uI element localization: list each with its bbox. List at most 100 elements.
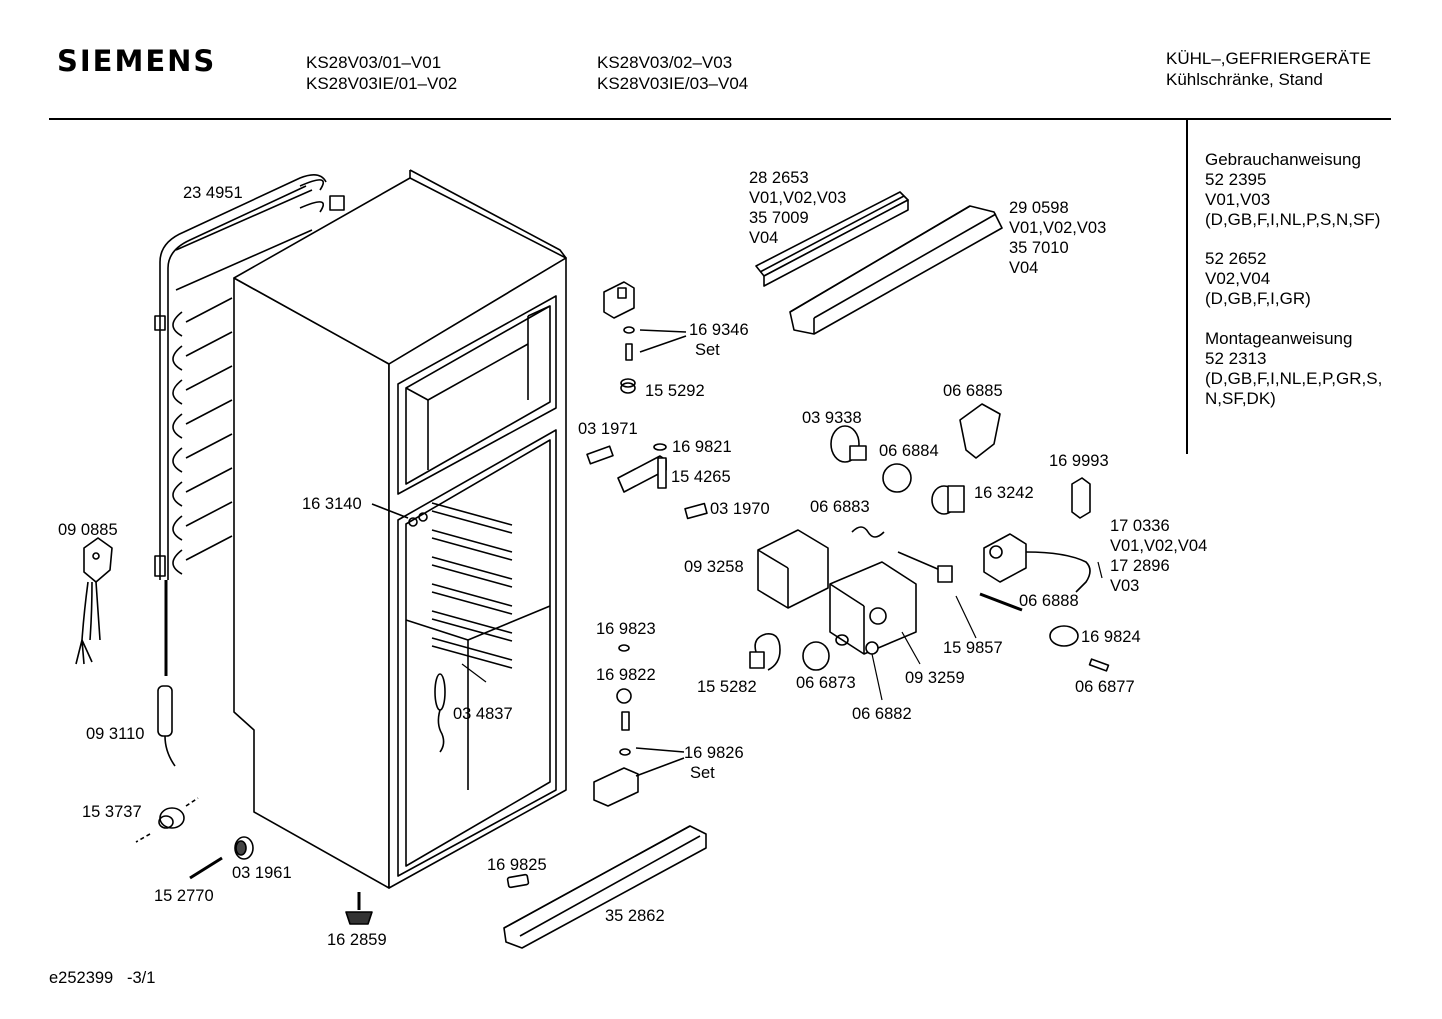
part-set-note: Set: [695, 341, 720, 359]
doc-line: (D,GB,F,I,NL,E,P,GR,S,: [1205, 369, 1383, 388]
siemens-logo: SIEMENS: [57, 44, 217, 78]
mounting-rail: [755, 191, 909, 287]
plinth-panel: [503, 825, 707, 949]
header-rule: [49, 118, 1391, 120]
model-list-2: KS28V03/02–V03 KS28V03IE/03–V04: [597, 52, 748, 94]
thermostat-knob: [802, 641, 830, 671]
light-shield: [959, 403, 1001, 459]
light-cover: [1049, 625, 1079, 647]
model-number: KS28V03/02–V03: [597, 53, 733, 72]
filter-drier: [157, 685, 176, 767]
part-label-group: 28 2653 V01,V02,V03 35 7009 V04: [749, 168, 846, 248]
thermostat: [983, 533, 1091, 593]
part-variant: V01,V02,V04: [1110, 537, 1208, 555]
part-label: 09 3258: [684, 558, 744, 576]
part-label: 15 4265: [671, 468, 731, 486]
lower-hinge: [593, 711, 685, 807]
part-label: 06 6877: [1075, 678, 1135, 696]
spring-clip: [851, 526, 885, 538]
knob-washer: [835, 634, 849, 646]
thermostat-housing: [829, 561, 917, 655]
part-label: 28 2653: [749, 169, 809, 187]
part-label: 35 7010: [1009, 239, 1069, 257]
power-plug: [75, 537, 113, 665]
upper-hinge: [603, 281, 687, 361]
part-label: 09 0885: [58, 521, 118, 539]
part-variant: V04: [749, 229, 779, 247]
fridge-cabinet: [233, 169, 567, 889]
doc-line: 52 2652: [1205, 249, 1267, 268]
clip-bracket: [1071, 477, 1091, 519]
part-label-group: 17 0336 V01,V02,V04 17 2896 V03: [1110, 516, 1207, 596]
part-label: 06 6884: [879, 442, 939, 460]
part-label: 16 9825: [487, 856, 547, 874]
part-label: 16 9823: [596, 620, 656, 638]
part-label: 15 5282: [697, 678, 757, 696]
lamp: [830, 425, 867, 463]
grommet: [135, 797, 199, 843]
part-label: 16 2859: [327, 931, 387, 949]
part-label: 06 6883: [810, 498, 870, 516]
part-label: 15 9857: [943, 639, 1003, 657]
category-subtitle: Kühlschränke, Stand: [1166, 70, 1323, 89]
shelf-rails: [431, 502, 513, 669]
model-number: KS28V03IE/01–V02: [306, 74, 458, 93]
part-label: 09 3259: [905, 669, 965, 687]
adjustable-foot: [345, 892, 373, 925]
part-variant: V03: [1110, 577, 1140, 595]
model-number: KS28V03IE/03–V04: [597, 74, 749, 93]
pin-rod: [189, 856, 223, 880]
doc-user-manual-1: Gebrauchanweisung 52 2395 V01,V03 (D,GB,…: [1205, 150, 1380, 230]
part-label: 06 6888: [1019, 592, 1079, 610]
plinth-clip: [506, 873, 530, 889]
part-label: 15 3737: [82, 803, 142, 821]
part-variant: V01,V02,V03: [1009, 219, 1107, 237]
sensor-tube: [897, 551, 953, 583]
foot-sleeve: [234, 836, 254, 860]
doc-user-manual-2: 52 2652 V02,V04 (D,GB,F,I,GR): [1205, 249, 1311, 309]
part-label-group: 29 0598 V01,V02,V03 35 7010 V04: [1009, 198, 1106, 278]
lower-hinge-washers: [616, 644, 632, 704]
part-label: 03 1961: [232, 864, 292, 882]
category-title: KÜHL–,GEFRIERGERÄTE: [1166, 49, 1371, 68]
part-label: 06 6873: [796, 674, 856, 692]
docs-divider: [1186, 120, 1188, 454]
top-cover: [789, 205, 1003, 335]
part-label: 15 2770: [154, 887, 214, 905]
part-set-note: Set: [690, 764, 715, 782]
middle-hinge: [617, 443, 667, 493]
part-label: 17 0336: [1110, 517, 1170, 535]
part-label: 23 4951: [183, 184, 243, 202]
small-clip: [1088, 658, 1110, 672]
hinge-cap: [620, 378, 636, 394]
doc-line: V01,V03: [1205, 190, 1271, 209]
part-label: 16 9822: [596, 666, 656, 684]
cover-cap: [684, 502, 708, 520]
category-block: KÜHL–,GEFRIERGERÄTE Kühlschränke, Stand: [1166, 48, 1371, 90]
doc-line: (D,GB,F,I,NL,P,S,N,SF): [1205, 210, 1381, 229]
part-label: 15 5292: [645, 382, 705, 400]
part-label: 29 0598: [1009, 199, 1069, 217]
part-label: 17 2896: [1110, 557, 1170, 575]
lamp-wiring: [749, 633, 781, 671]
part-label: 35 2862: [605, 907, 665, 925]
part-variant: V04: [1009, 259, 1039, 277]
doc-installation-manual: Montageanweisung 52 2313 (D,GB,F,I,NL,E,…: [1205, 329, 1382, 409]
part-label: 06 6885: [943, 382, 1003, 400]
relay-box: [757, 529, 829, 609]
knob-cap: [865, 641, 879, 655]
condenser-coil: [154, 174, 345, 676]
model-list-1: KS28V03/01–V01 KS28V03IE/01–V02: [306, 52, 457, 94]
part-variant: V01,V02,V03: [749, 189, 847, 207]
part-label: 06 6882: [852, 705, 912, 723]
part-label: 16 9346: [689, 321, 749, 339]
model-number: KS28V03/01–V01: [306, 53, 442, 72]
footer-code: e252399 -3/1: [49, 968, 155, 988]
part-label: 16 9826: [684, 744, 744, 762]
page-number: -3/1: [127, 969, 156, 987]
drawing-id: e252399: [49, 969, 114, 987]
capillary: [979, 592, 1023, 612]
doc-line: (D,GB,F,I,GR): [1205, 289, 1311, 308]
part-label: 03 1970: [710, 500, 770, 518]
